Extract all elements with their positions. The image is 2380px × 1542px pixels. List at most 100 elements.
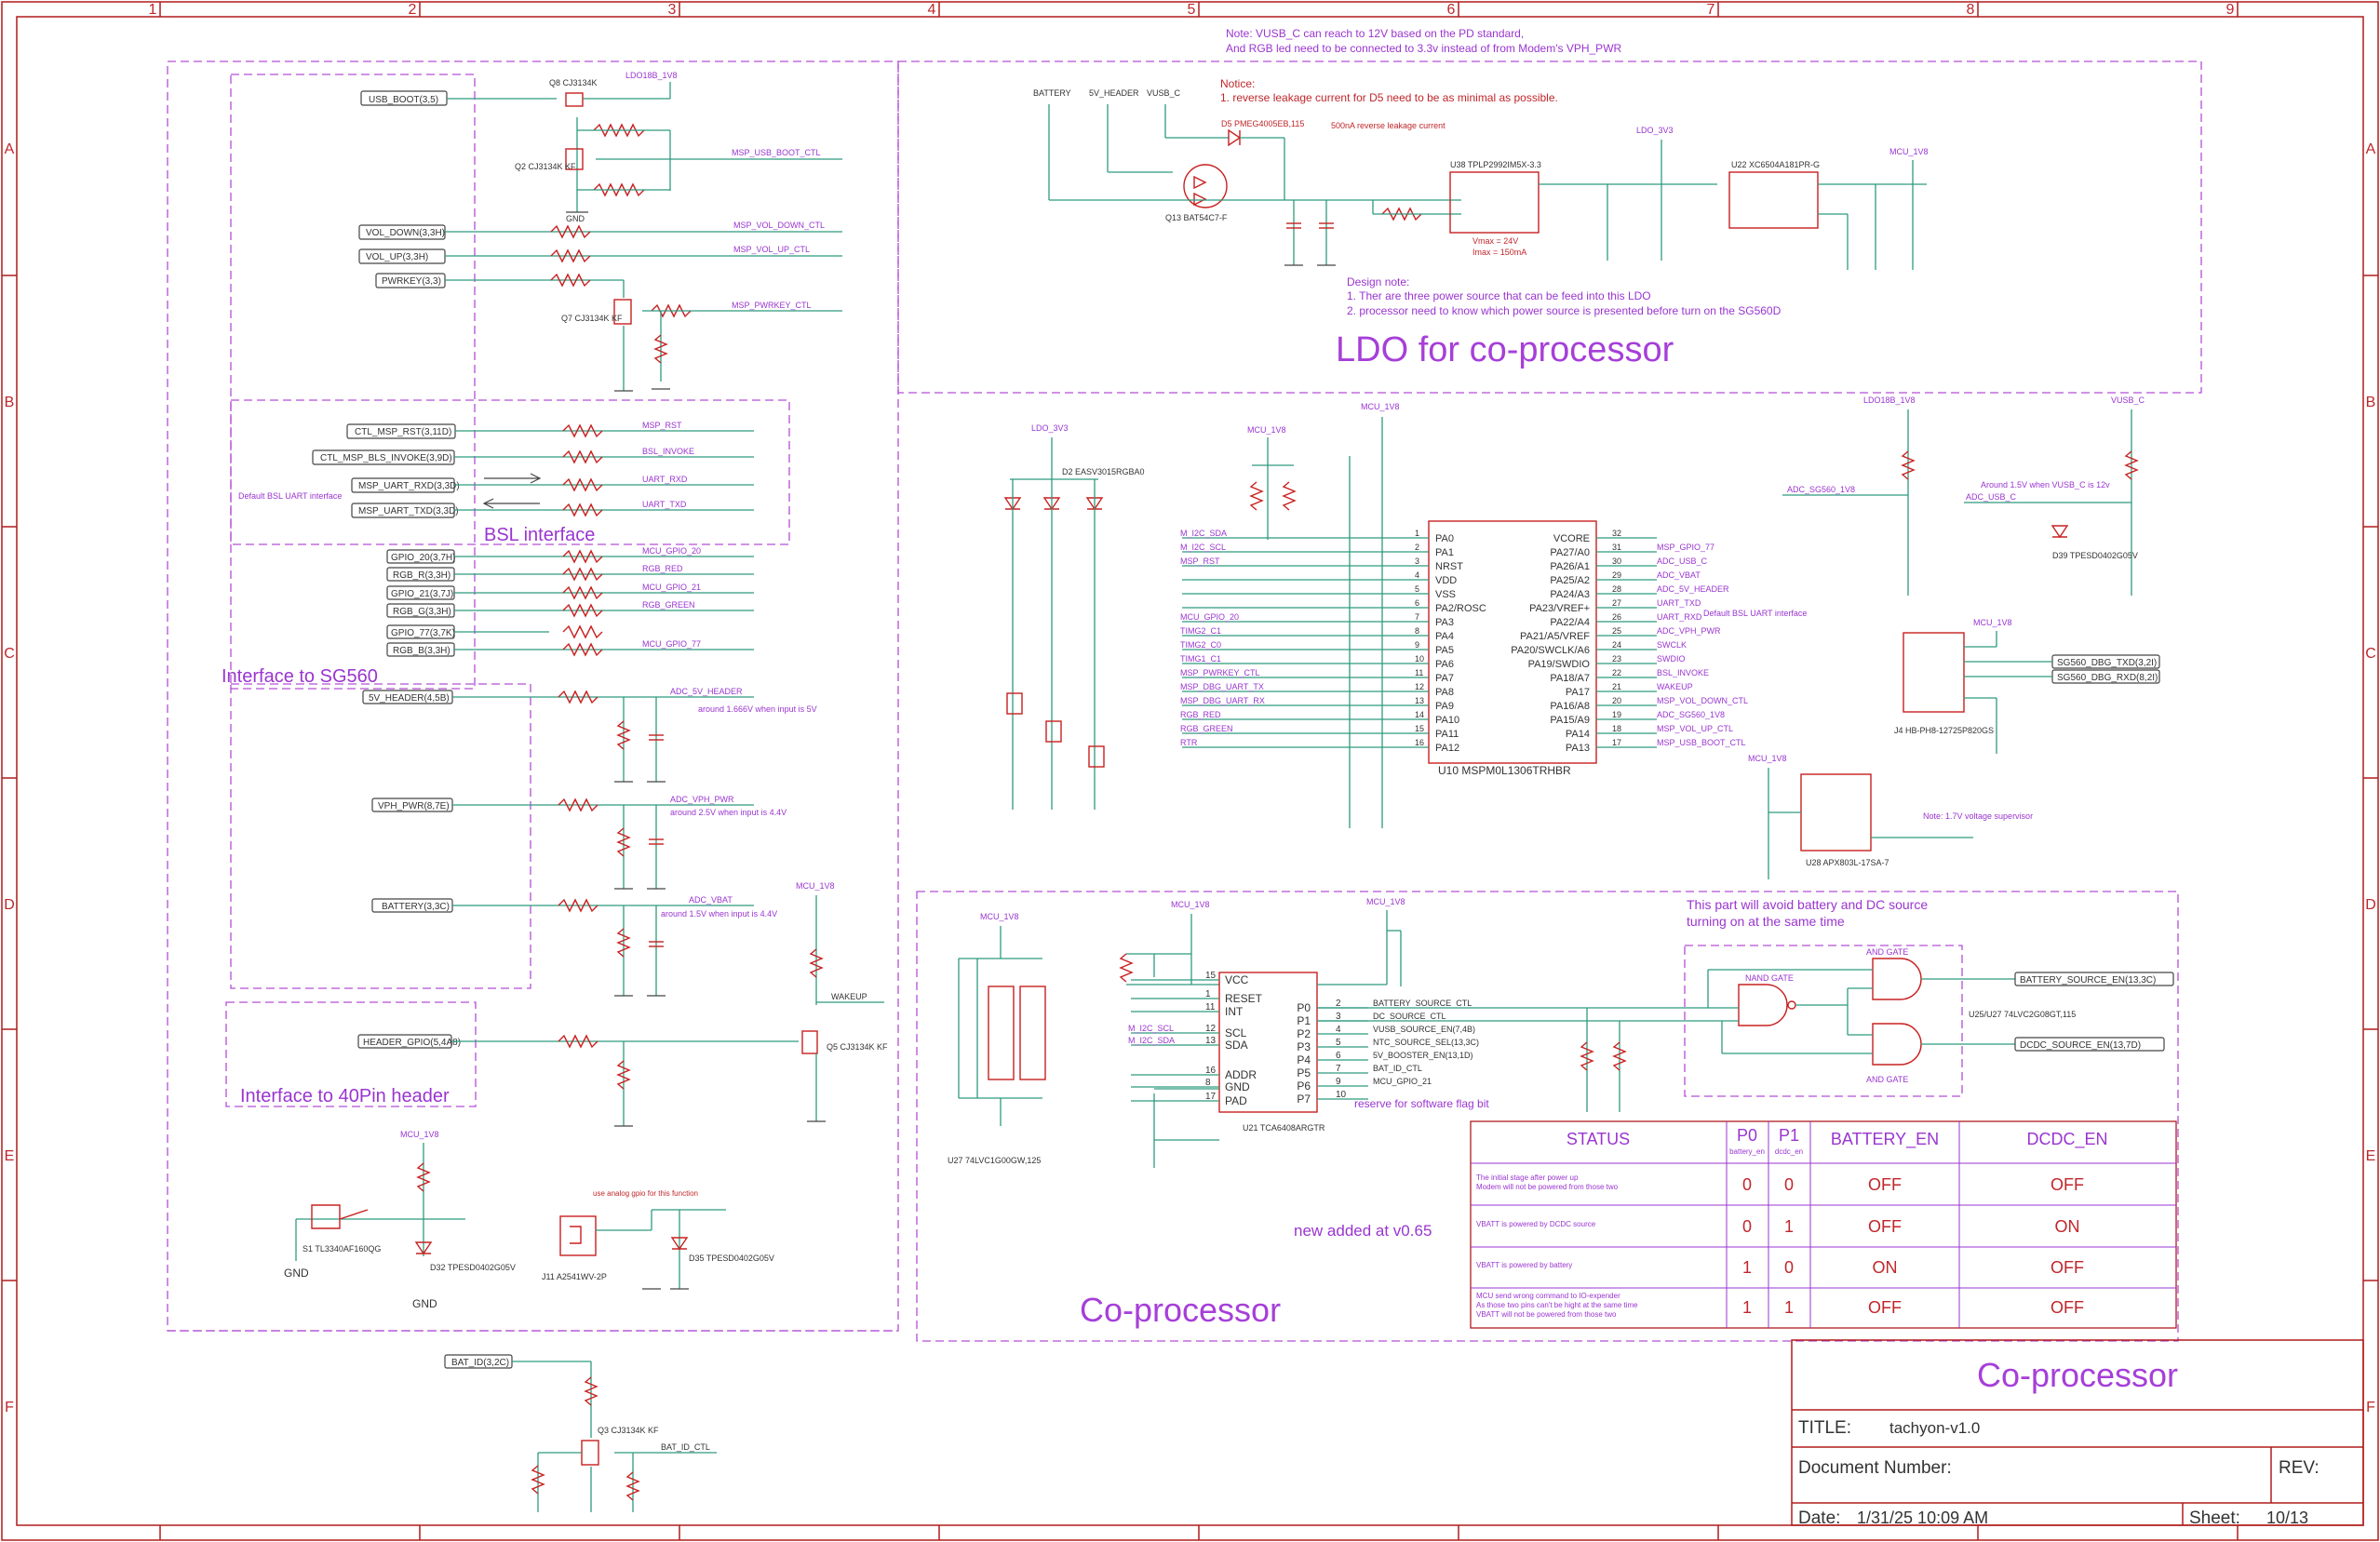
table-header-p0: P0 <box>1737 1126 1757 1145</box>
net-usb-boot-ctl: MSP_USB_BOOT_CTL <box>732 148 821 157</box>
col-4: 4 <box>928 2 936 18</box>
mcu-pin-net: RTR <box>1180 738 1198 747</box>
label-and-gate-1: AND GATE <box>1866 947 1908 957</box>
mcu-pin-net: M_I2C_SDA <box>1180 529 1227 538</box>
mcu-pin-net: MSP_USB_BOOT_CTL <box>1657 738 1746 747</box>
mcu-pin-name: PA17 <box>1566 687 1590 698</box>
mcu-pin-num: 30 <box>1612 556 1621 566</box>
row-d-left: D <box>4 897 15 913</box>
status-dcdc-en: ON <box>2055 1217 2080 1236</box>
port-bat-id: BAT_ID(3,2C) <box>451 1358 509 1368</box>
part-q8: Q8 CJ3134K <box>549 78 598 87</box>
mcu-pin-num: 28 <box>1612 584 1621 594</box>
part-u27-gates: U27 74LVC1G00GW,125 <box>948 1156 1041 1165</box>
mcu-pin-num: 8 <box>1415 626 1419 636</box>
mcu-pin-name: PA5 <box>1435 645 1454 656</box>
status-text: MCU send wrong command to IO-expender <box>1476 1292 1620 1300</box>
mcu-pin-num: 1 <box>1415 529 1419 538</box>
leak-note-1: Notice: <box>1220 77 1255 90</box>
mcu-pin-net: TIMG2_C0 <box>1180 640 1221 650</box>
status-bat-en: OFF <box>1868 1298 1902 1317</box>
row-c-right: C <box>2365 646 2376 662</box>
status-bat-en: OFF <box>1868 1175 1902 1194</box>
mcu-pin-name: PA11 <box>1435 729 1459 740</box>
port-msp-uart-rxd: MSP_UART_RXD(3,3D) <box>358 481 460 491</box>
mcu-pin-num: 21 <box>1612 682 1621 691</box>
mcu-pin-num: 18 <box>1612 724 1621 733</box>
net-adc-vbat: ADC_VBAT <box>689 895 733 905</box>
mcu-pin-num: 22 <box>1612 668 1621 677</box>
button-esd-section: MCU_1V8 S1 TL3340AF160QG GND D32 TPESD04… <box>284 1130 774 1310</box>
mcu-pin-net: SWCLK <box>1657 640 1687 650</box>
status-table: STATUS P0 battery_en P1 dcdc_en BATTERY_… <box>1470 1120 2177 1329</box>
expander-pin-name: VCC <box>1225 973 1249 986</box>
mcu-pin-num: 9 <box>1415 640 1419 650</box>
part-d5: D5 PMEG4005EB,115 <box>1221 119 1304 128</box>
mcu-pin-name: PA23/VREF+ <box>1529 603 1590 614</box>
col-5: 5 <box>1188 2 1196 18</box>
mcu-pin-num: 13 <box>1415 696 1424 705</box>
bsl-default-note: Default BSL UART interface <box>238 491 342 501</box>
port-gpio77: GPIO_77(3,7K) <box>391 628 455 638</box>
design-note-2: 1. Ther are three power source that can … <box>1347 289 1651 302</box>
net-vol-down-ctl: MSP_VOL_DOWN_CTL <box>733 221 825 230</box>
expander-out-name: P3 <box>1297 1040 1311 1053</box>
status-bat-en: OFF <box>1868 1217 1902 1236</box>
net-mcu-gpio-20: MCU_GPIO_20 <box>642 546 701 556</box>
table-header-dcdc-en: DCDC_EN <box>2026 1130 2107 1149</box>
expander-out-num: 10 <box>1336 1090 1347 1100</box>
status-text: The initial stage after power up <box>1476 1173 1579 1182</box>
part-q5: Q5 CJ3134K KF <box>827 1042 888 1052</box>
mcu-pin-name: PA27/A0 <box>1550 547 1590 558</box>
expander-out-num: 9 <box>1336 1077 1341 1087</box>
header-interface-title: Interface to 40Pin header <box>240 1086 450 1106</box>
mcu-pin-name: PA21/A5/VREF <box>1520 631 1590 642</box>
mcu-pin-name: VSS <box>1435 589 1456 600</box>
part-u21: U21 TCA6408ARGTR <box>1243 1123 1325 1133</box>
mcu-pin-net: MSP_VOL_DOWN_CTL <box>1657 696 1748 705</box>
row-d-right: D <box>2365 897 2376 913</box>
port-sg560-rxd: SG560_DBG_RXD(8,2I) <box>2057 673 2158 683</box>
net-wakeup: WAKEUP <box>831 992 867 1001</box>
table-sub-p0: battery_en <box>1729 1147 1765 1156</box>
mcu-pin-num: 20 <box>1612 696 1621 705</box>
port-rgb-g: RGB_G(3,3H) <box>393 607 451 617</box>
status-p0: 0 <box>1742 1175 1752 1194</box>
power-vusb-c: VUSB_C <box>2111 396 2145 405</box>
status-p1: 0 <box>1784 1258 1794 1277</box>
mcu-pin-name: PA15/A9 <box>1550 715 1590 726</box>
col-8: 8 <box>1967 2 1975 18</box>
mcu-pin-name: PA3 <box>1435 617 1454 628</box>
expander-pin-num: 12 <box>1205 1024 1217 1034</box>
part-d2: D2 EASV3015RGBA0 <box>1062 467 1145 476</box>
mcu-pin-num: 19 <box>1612 710 1621 719</box>
part-u22: U22 XC6504A181PR-G <box>1731 160 1820 169</box>
power-mcu1v8-j4: MCU_1V8 <box>1973 618 2012 627</box>
mcu-pin-num: 32 <box>1612 529 1621 538</box>
mcu-pin-num: 4 <box>1415 570 1419 580</box>
status-p1: 1 <box>1784 1217 1794 1236</box>
title-label: TITLE: <box>1798 1418 1851 1438</box>
expander-pin-num: 16 <box>1205 1066 1217 1076</box>
title-block: Co-processor TITLE: tachyon-v1.0 Documen… <box>1791 1339 2364 1528</box>
port-header-gpio: HEADER_GPIO(5,4A8) <box>363 1038 461 1048</box>
mcu-pin-num: 15 <box>1415 724 1424 733</box>
table-header-p1: P1 <box>1779 1126 1799 1145</box>
port-usb-boot: USB_BOOT(3,5) <box>369 95 438 105</box>
status-p1: 1 <box>1784 1298 1794 1317</box>
expander-out-num: 6 <box>1336 1051 1341 1061</box>
col-7: 7 <box>1707 2 1715 18</box>
col-6: 6 <box>1447 2 1456 18</box>
status-p0: 0 <box>1742 1217 1752 1236</box>
note-reserve: reserve for software flag bit <box>1354 1097 1489 1110</box>
mcu-pin-name: PA19/SWDIO <box>1528 659 1591 670</box>
expander-out-name: P2 <box>1297 1027 1311 1040</box>
power-mcu1v8-u21: MCU_1V8 <box>1171 900 1210 909</box>
mcu-pin-name: PA25/A2 <box>1550 575 1590 586</box>
expander-pin-num: 17 <box>1205 1092 1217 1102</box>
net-uart-txd: UART_TXD <box>642 500 687 509</box>
expander-out-num: 5 <box>1336 1038 1341 1048</box>
port-gpio20: GPIO_20(3,7H) <box>391 553 455 563</box>
